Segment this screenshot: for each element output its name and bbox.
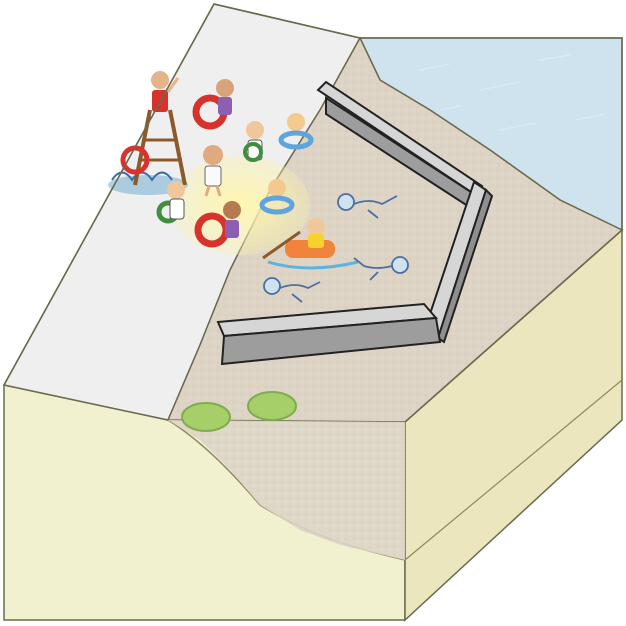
marker-ellipse-icon xyxy=(248,392,296,420)
marker-ellipse-icon xyxy=(182,403,230,431)
